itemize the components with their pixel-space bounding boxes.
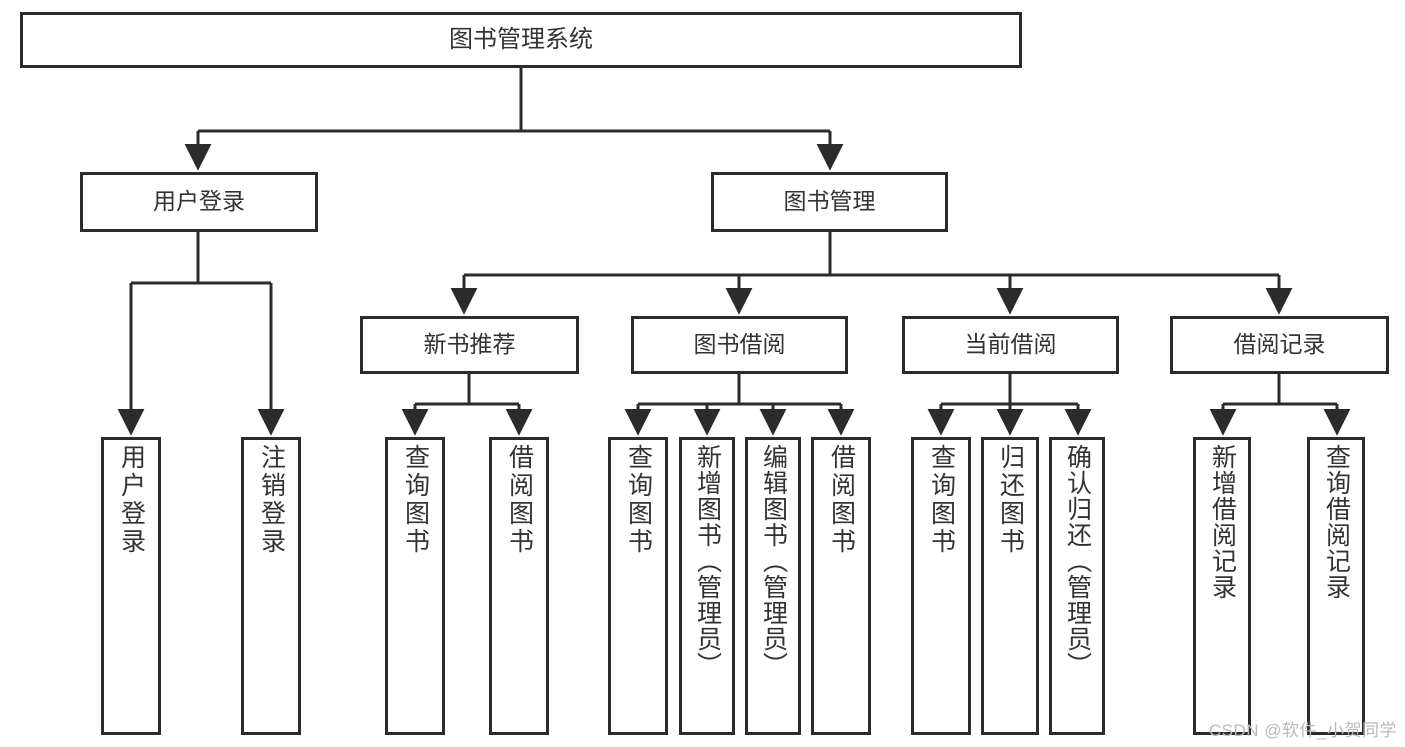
leaf-query-book-1-label: 查询图书 [401, 444, 430, 556]
node-book-manage[interactable]: 图书管理 [711, 172, 948, 232]
leaf-confirm-return-label: 确认归还（管理员） [1063, 444, 1092, 678]
leaf-query-record[interactable]: 查询借阅记录 [1307, 437, 1365, 735]
node-book-manage-label: 图书管理 [783, 188, 876, 215]
node-book-borrow-label: 图书借阅 [693, 331, 786, 358]
leaf-borrow-book-2-label: 借阅图书 [827, 444, 856, 556]
leaf-edit-book-label: 编辑图书（管理员） [759, 444, 788, 678]
leaf-query-record-label: 查询借阅记录 [1322, 444, 1351, 600]
leaf-borrow-book-2[interactable]: 借阅图书 [811, 437, 871, 735]
watermark-text: CSDN @软件_小贺同学 [1208, 721, 1397, 740]
node-book-borrow[interactable]: 图书借阅 [631, 316, 848, 374]
leaf-confirm-return[interactable]: 确认归还（管理员） [1049, 437, 1105, 735]
node-new-book-rec-label: 新书推荐 [423, 331, 516, 358]
node-root-label: 图书管理系统 [449, 25, 593, 53]
leaf-edit-book[interactable]: 编辑图书（管理员） [745, 437, 801, 735]
leaf-add-book-label: 新增图书（管理员） [693, 444, 722, 678]
leaf-query-book-1[interactable]: 查询图书 [385, 437, 445, 735]
node-root[interactable]: 图书管理系统 [20, 12, 1022, 68]
leaf-query-book-3[interactable]: 查询图书 [911, 437, 971, 735]
leaf-add-book[interactable]: 新增图书（管理员） [679, 437, 735, 735]
leaf-add-record[interactable]: 新增借阅记录 [1193, 437, 1251, 735]
leaf-user-logout-label: 注销登录 [257, 444, 286, 556]
leaf-user-login[interactable]: 用户登录 [101, 437, 161, 735]
node-borrow-record-label: 借阅记录 [1233, 331, 1326, 358]
node-user-login[interactable]: 用户登录 [80, 172, 318, 232]
leaf-borrow-book-1[interactable]: 借阅图书 [489, 437, 549, 735]
leaf-user-login-label: 用户登录 [117, 444, 146, 556]
leaf-user-logout[interactable]: 注销登录 [241, 437, 301, 735]
leaf-query-book-2-label: 查询图书 [624, 444, 653, 556]
leaf-query-book-3-label: 查询图书 [927, 444, 956, 556]
leaf-return-book[interactable]: 归还图书 [981, 437, 1039, 735]
node-user-login-label: 用户登录 [153, 188, 245, 215]
leaf-return-book-label: 归还图书 [996, 444, 1025, 556]
leaf-borrow-book-1-label: 借阅图书 [505, 444, 534, 556]
node-current-borrow-label: 当前借阅 [964, 331, 1057, 358]
leaf-add-record-label: 新增借阅记录 [1208, 444, 1237, 600]
leaf-query-book-2[interactable]: 查询图书 [608, 437, 668, 735]
node-current-borrow[interactable]: 当前借阅 [902, 316, 1119, 374]
node-borrow-record[interactable]: 借阅记录 [1170, 316, 1389, 374]
node-new-book-rec[interactable]: 新书推荐 [360, 316, 579, 374]
